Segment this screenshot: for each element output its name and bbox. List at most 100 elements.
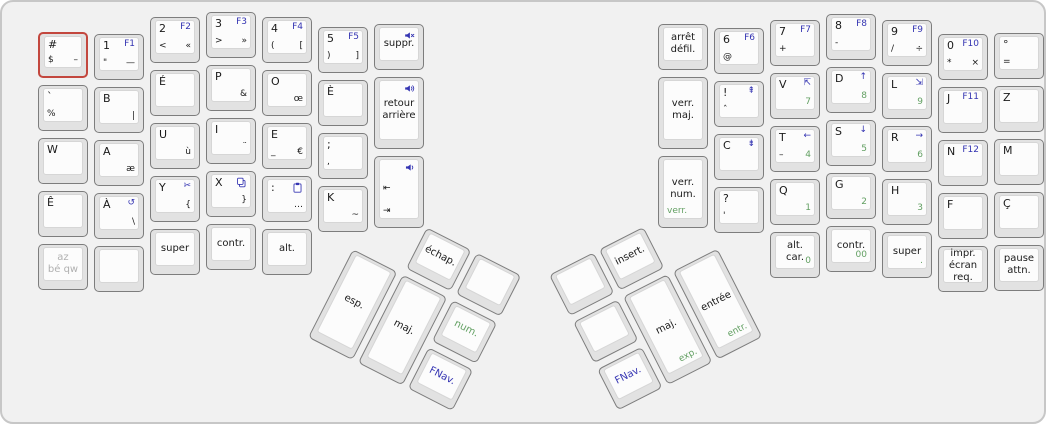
key-c[interactable]: C⇟	[714, 134, 764, 180]
key-m[interactable]: M	[994, 139, 1044, 185]
key-label: J	[947, 92, 951, 105]
keycap-surface: Z	[999, 89, 1039, 123]
key-i[interactable]: I¨	[206, 118, 256, 164]
key-label: ⇥	[383, 206, 391, 216]
key-num-lock[interactable]: verr.num.verr.	[658, 156, 708, 228]
key-label: 4	[271, 22, 278, 35]
key-label: F3	[236, 17, 247, 27]
keycap-surface: Y✂{	[155, 179, 195, 213]
key-w[interactable]: W	[38, 138, 88, 184]
key-alt-left[interactable]: alt.	[262, 229, 312, 275]
key-z[interactable]: Z	[994, 86, 1044, 132]
key-dollar[interactable]: #$–	[38, 32, 88, 78]
key-label: F6	[744, 33, 755, 43]
keycap-surface: verr.num.verr.	[663, 159, 703, 219]
key-label: F10	[962, 39, 979, 49]
key-label: }	[241, 195, 247, 205]
key-s[interactable]: S↓5	[826, 120, 876, 166]
key-percent[interactable]: `%	[38, 85, 88, 131]
keycap-surface: contr.	[211, 227, 251, 261]
key-tab[interactable]: ⇤⇥	[374, 156, 424, 228]
keycap-surface: P&	[211, 68, 251, 102]
keycap-surface: À↺\	[99, 196, 139, 230]
key-degree[interactable]: °=	[994, 33, 1044, 79]
key-label: F8	[856, 19, 867, 29]
key-k[interactable]: K~	[318, 186, 368, 232]
key-r[interactable]: R→6	[882, 126, 932, 172]
key-label: I	[215, 123, 219, 136]
keycap-surface: V⇱7	[775, 76, 815, 110]
key-e-acute[interactable]: É	[150, 70, 200, 116]
key-label: "	[103, 58, 108, 68]
key-colon[interactable]: :…	[262, 176, 312, 222]
key-c-cedilla[interactable]: Ç	[994, 192, 1044, 238]
key-p[interactable]: P&	[206, 65, 256, 111]
key-blank-left-bottom[interactable]	[94, 246, 144, 292]
key-semicolon[interactable]: ;,	[318, 133, 368, 179]
key-super-left[interactable]: super	[150, 229, 200, 275]
key-l[interactable]: L⇲9	[882, 73, 932, 119]
key-e-grave[interactable]: È	[318, 80, 368, 126]
key-y[interactable]: Y✂{	[150, 176, 200, 222]
keycap-surface: °=	[999, 36, 1039, 70]
key-label: ⇤	[383, 183, 391, 194]
key-label: 9	[917, 97, 923, 107]
key-e-circumflex[interactable]: Ê	[38, 191, 88, 237]
key-caps-lock[interactable]: verr.maj.	[658, 77, 708, 149]
key-f[interactable]: F	[938, 193, 988, 239]
key-label: O	[271, 75, 280, 88]
key-label: ,	[327, 157, 330, 167]
key-e[interactable]: E_€	[262, 123, 312, 169]
key-b[interactable]: B|	[94, 87, 144, 133]
key-super-right[interactable]: super.	[882, 232, 932, 278]
key-label: V	[779, 78, 787, 91]
key-label: ⇱	[803, 78, 811, 88]
keycap-surface: échap.	[414, 232, 466, 281]
key-v[interactable]: V⇱7	[770, 73, 820, 119]
volume-up-icon	[404, 83, 415, 94]
key-exclam[interactable]: !⇞ˆ	[714, 81, 764, 127]
key-altgr[interactable]: alt.car.0	[770, 232, 820, 278]
key-t[interactable]: T←–4	[770, 126, 820, 172]
key-label: )	[327, 51, 331, 61]
key-question[interactable]: ?'	[714, 187, 764, 233]
key-ctrl-left[interactable]: contr.	[206, 224, 256, 270]
key-x[interactable]: X}	[206, 171, 256, 217]
keycap-surface: K~	[323, 189, 363, 223]
key-delete[interactable]: suppr.	[374, 24, 424, 70]
key-a-grave[interactable]: À↺\	[94, 193, 144, 239]
key-label: F	[947, 198, 954, 211]
keycap-surface: Ç	[999, 195, 1039, 229]
key-d[interactable]: D↑8	[826, 67, 876, 113]
key-ctrl-right[interactable]: contr.00	[826, 226, 876, 272]
